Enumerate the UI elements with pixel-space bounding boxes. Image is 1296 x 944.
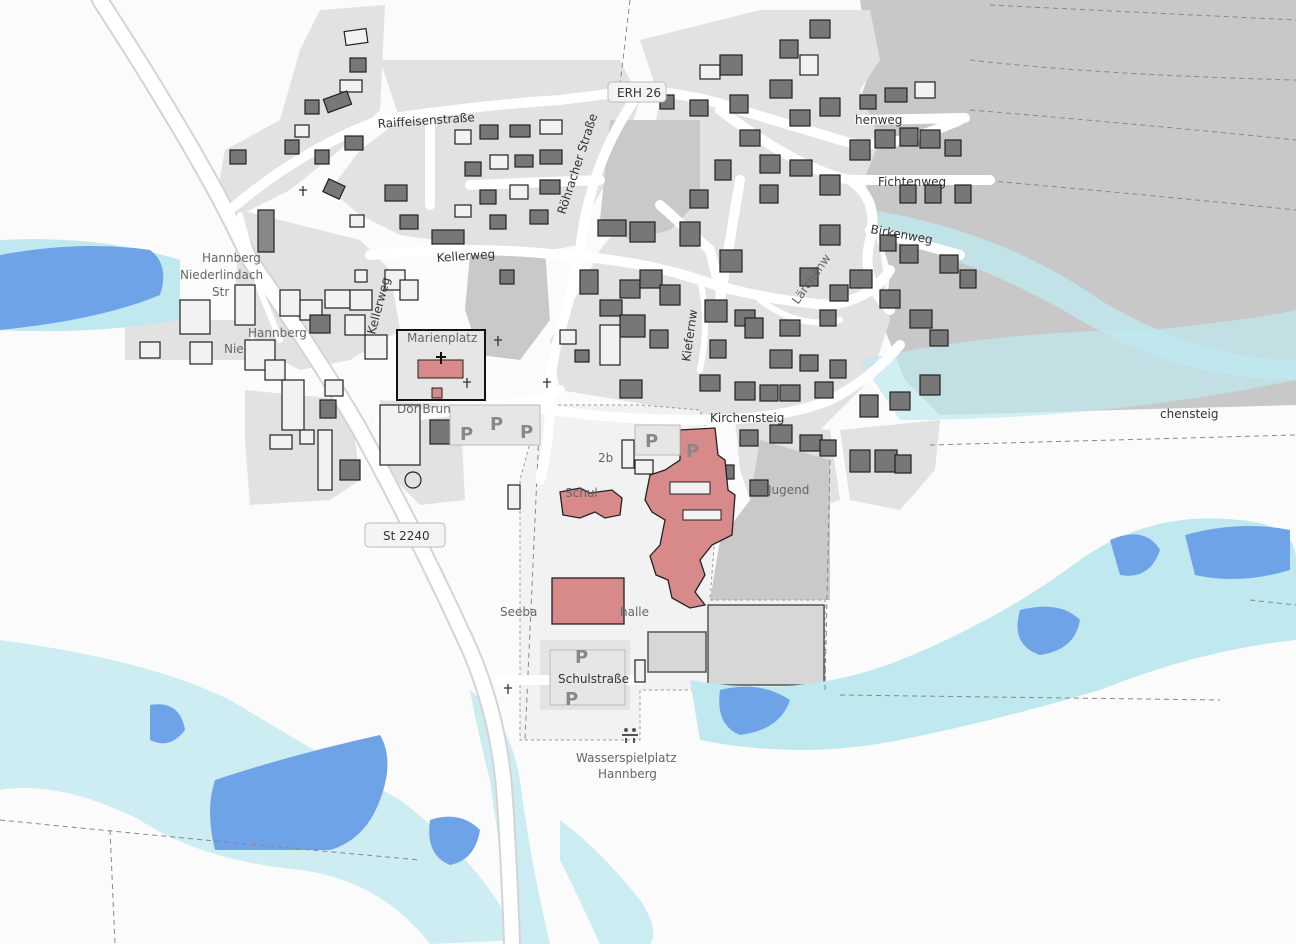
playground-icon xyxy=(622,728,638,743)
road-ref-erh: ERH 26 xyxy=(617,86,661,100)
bus-stop-label-2: Niederlindach xyxy=(180,268,263,282)
village-label-nie: Nie xyxy=(224,342,244,356)
village-label: Hannberg xyxy=(248,326,307,340)
parking-icon: P xyxy=(460,424,473,445)
parking-icon: P xyxy=(520,422,533,443)
school-courtyards xyxy=(669,481,722,521)
playground-label-1: Wasserspielplatz xyxy=(576,751,677,765)
seebachhalle-label-1: Seeba xyxy=(500,605,537,619)
street-schulstrasse: Schulstraße xyxy=(558,672,629,686)
place-labels: Hannberg Niederlindach Str Hannberg Nie … xyxy=(180,251,809,781)
marienplatz-label: Marienplatz xyxy=(407,331,477,345)
street-kirchensteig-east: chensteig xyxy=(1160,407,1218,421)
parking-icon: P xyxy=(575,647,588,668)
parking-icon: P xyxy=(490,414,503,435)
parking-icon: P xyxy=(565,689,578,710)
road-ref-st: St 2240 xyxy=(383,529,430,543)
road-network xyxy=(91,0,995,944)
parking-lots xyxy=(449,404,681,706)
orchard-area xyxy=(465,120,830,600)
parking-icon: P xyxy=(686,441,699,462)
parking-icon: P P P P P P P xyxy=(460,414,699,710)
buildings xyxy=(139,19,977,683)
street-kellerweg: Kellerweg xyxy=(436,247,495,265)
street-fichtenweg: Fichtenweg xyxy=(878,175,946,189)
street-kirchensteig: Kirchensteig xyxy=(710,411,784,425)
road-shield-erh: ERH 26 xyxy=(607,81,667,103)
church-area xyxy=(396,329,486,401)
playground-label-2: Hannberg xyxy=(598,767,657,781)
street-buchenweg: henweg xyxy=(855,113,902,127)
seebachhalle-label-2: halle xyxy=(620,605,649,619)
road-shield-st: St 2240 xyxy=(364,522,446,548)
cross-icon xyxy=(299,186,551,694)
street-raiffeisenstrasse: Raiffeisenstraße xyxy=(377,110,475,131)
school-buildings xyxy=(551,427,736,625)
jugend-label: Jugend xyxy=(767,483,809,497)
dorfbrunnen-label: Dor Brun xyxy=(397,402,451,416)
bus-stop-label-3: Str xyxy=(212,285,229,299)
church-icon xyxy=(436,352,446,364)
housenumber-2b: 2b xyxy=(598,451,613,465)
water-area xyxy=(0,246,1290,865)
parking-icon: P xyxy=(645,431,658,452)
bus-stop-label-1: Hannberg xyxy=(202,251,261,265)
school-label: Schul xyxy=(565,486,598,500)
forest-area xyxy=(850,0,1296,415)
